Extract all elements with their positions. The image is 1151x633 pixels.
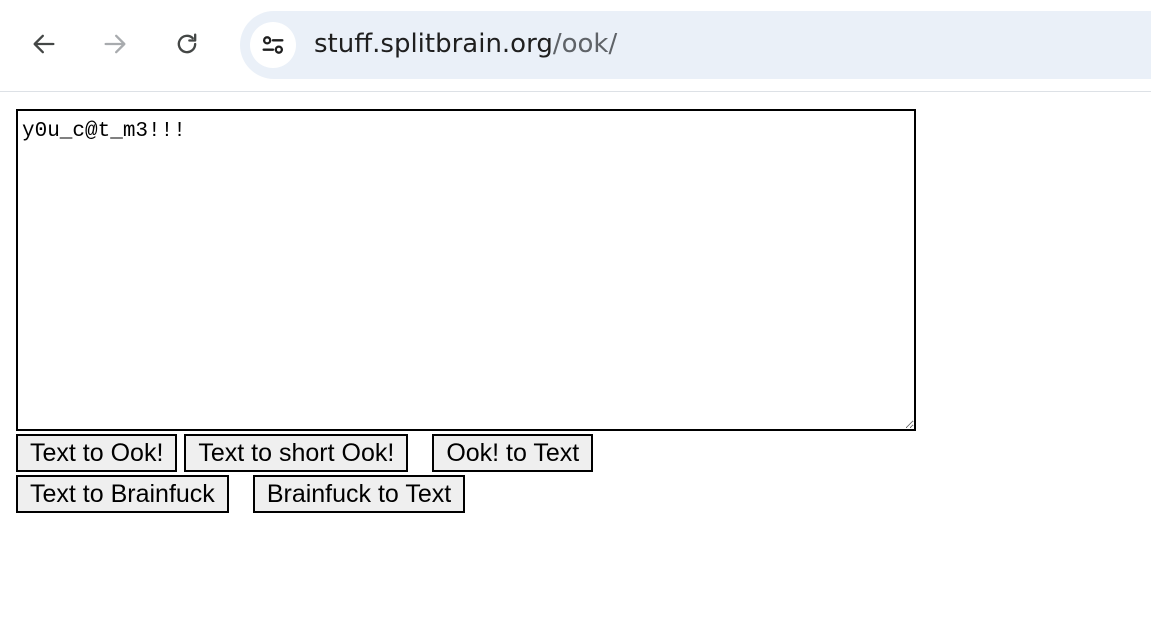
brainfuck-to-text-button[interactable]: Brainfuck to Text bbox=[252, 475, 466, 513]
url-path: /ook/ bbox=[552, 29, 618, 59]
url-text[interactable]: stuff.splitbrain.org/ook/ bbox=[314, 27, 617, 61]
site-info-button[interactable] bbox=[250, 22, 296, 68]
arrow-left-icon bbox=[33, 34, 55, 54]
back-button[interactable] bbox=[24, 24, 64, 64]
text-to-short-ook-button[interactable]: Text to short Ook! bbox=[184, 434, 409, 472]
reload-icon bbox=[177, 33, 197, 54]
ook-to-text-button[interactable]: Ook! to Text bbox=[432, 434, 594, 472]
button-row-ook: Text to Ook! Text to short Ook! Ook! to … bbox=[16, 434, 916, 472]
text-to-brainfuck-button[interactable]: Text to Brainfuck bbox=[16, 475, 229, 513]
tune-icon bbox=[262, 36, 284, 54]
forward-button[interactable] bbox=[95, 24, 135, 64]
browser-toolbar: stuff.splitbrain.org/ook/ bbox=[0, 0, 1151, 92]
button-row-brainfuck: Text to Brainfuck Brainfuck to Text bbox=[16, 475, 916, 513]
text-input-area[interactable]: y0u_c@t_m3!!! bbox=[16, 109, 916, 431]
address-bar[interactable]: stuff.splitbrain.org/ook/ bbox=[240, 11, 1151, 79]
page-content: y0u_c@t_m3!!! Text to Ook! Text to short… bbox=[16, 109, 916, 513]
text-to-ook-button[interactable]: Text to Ook! bbox=[16, 434, 178, 472]
arrow-right-icon bbox=[104, 34, 126, 54]
reload-button[interactable] bbox=[167, 24, 207, 64]
url-host: stuff.splitbrain.org bbox=[314, 29, 553, 59]
